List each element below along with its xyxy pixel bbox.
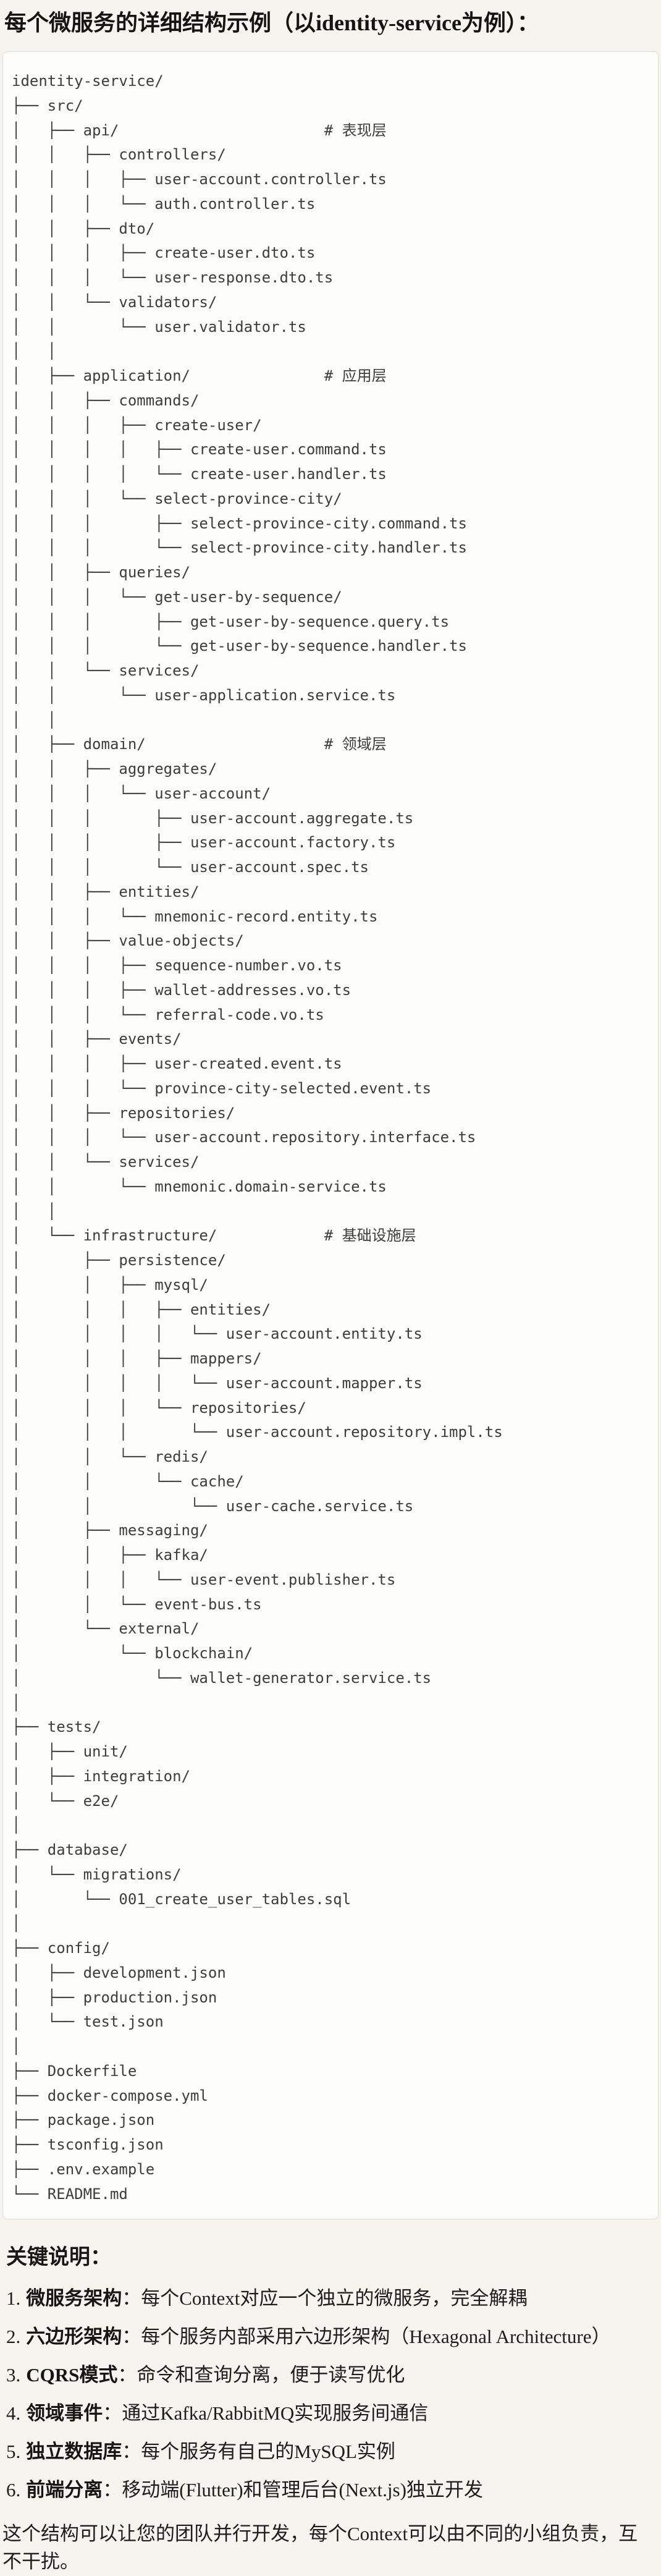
note-number: 3.: [6, 2364, 21, 2386]
note-item: 5.独立数据库：每个服务有自己的MySQL实例: [6, 2438, 655, 2466]
note-item: 6.前端分离：移动端(Flutter)和管理后台(Next.js)独立开发: [6, 2476, 655, 2504]
note-number: 4.: [6, 2402, 21, 2425]
code-block: identity-service/ ├── src/ │ ├── api/ # …: [2, 51, 659, 2220]
note-desc: ：每个服务有自己的MySQL实例: [122, 2441, 395, 2463]
page-title: 每个微服务的详细结构示例（以identity-service为例）：: [4, 11, 539, 35]
note-term: 六边形架构: [26, 2326, 122, 2348]
note-item: 2.六边形架构：每个服务内部采用六边形架构（Hexagonal Architec…: [6, 2323, 655, 2351]
notes-list: 1.微服务架构：每个Context对应一个独立的微服务，完全解耦 2.六边形架构…: [6, 2285, 655, 2504]
note-term: 微服务架构: [26, 2287, 122, 2310]
note-item: 3.CQRS模式：命令和查询分离，便于读写优化: [6, 2362, 655, 2389]
note-desc: ：移动端(Flutter)和管理后台(Next.js)独立开发: [103, 2479, 483, 2501]
note-term: 独立数据库: [26, 2441, 122, 2463]
note-term: 领域事件: [26, 2402, 103, 2425]
note-desc: ：每个服务内部采用六边形架构（Hexagonal Architecture）: [122, 2326, 611, 2348]
note-term: 前端分离: [26, 2479, 103, 2501]
note-desc: ：每个Context对应一个独立的微服务，完全解耦: [122, 2287, 528, 2310]
note-number: 5.: [6, 2441, 21, 2463]
note-desc: ：通过Kafka/RabbitMQ实现服务间通信: [103, 2402, 429, 2425]
directory-tree: identity-service/ ├── src/ │ ├── api/ # …: [12, 72, 503, 2203]
notes-footer: 这个结构可以让您的团队并行开发，每个Context可以由不同的小组负责，互不干扰…: [2, 2523, 638, 2572]
note-number: 1.: [6, 2287, 21, 2310]
note-item: 4.领域事件：通过Kafka/RabbitMQ实现服务间通信: [6, 2400, 655, 2428]
note-term: CQRS模式: [26, 2364, 118, 2386]
notes-heading: 关键说明：: [6, 2246, 111, 2269]
note-desc: ：命令和查询分离，便于读写优化: [117, 2364, 405, 2386]
note-item: 1.微服务架构：每个Context对应一个独立的微服务，完全解耦: [6, 2285, 655, 2313]
notes-section: 关键说明： 1.微服务架构：每个Context对应一个独立的微服务，完全解耦 2…: [2, 2240, 655, 2576]
note-number: 2.: [6, 2326, 21, 2348]
note-number: 6.: [6, 2479, 21, 2501]
